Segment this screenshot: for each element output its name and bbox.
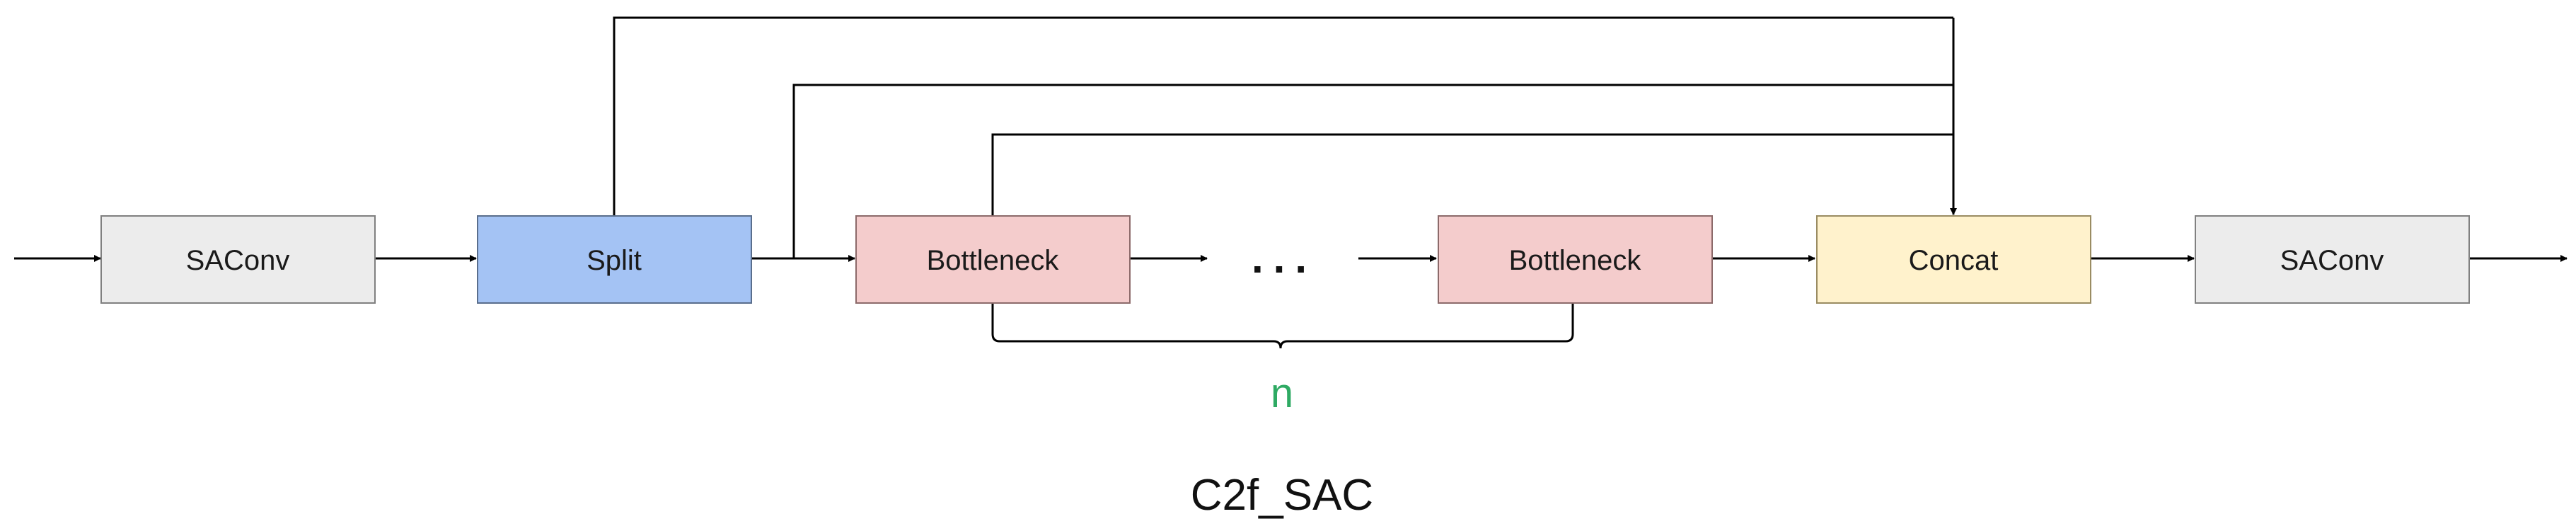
saconv-input-box <box>100 215 376 304</box>
repeat-count-label: n <box>1271 370 1293 416</box>
split-label: Split <box>587 245 642 276</box>
saconv-output-box <box>2195 215 2470 304</box>
skip-connection-split-top <box>613 16 1953 216</box>
repeat-brace <box>991 303 1574 349</box>
saconv-output-label: SAConv <box>2280 245 2384 276</box>
ellipsis: ... <box>1252 234 1317 282</box>
saconv-input-label: SAConv <box>186 245 290 276</box>
split-box <box>477 215 752 304</box>
diagram-caption: C2f_SAC <box>1191 471 1373 520</box>
split-node: Split <box>477 215 752 304</box>
skip-connection-bottleneck <box>991 133 1953 216</box>
bottleneck-first-node: Bottleneck <box>855 215 1131 304</box>
concat-label: Concat <box>1909 245 1999 276</box>
saconv-output-node: SAConv <box>2195 215 2470 304</box>
bottleneck-first-label: Bottleneck <box>927 245 1060 276</box>
bottleneck-first-box <box>855 215 1131 304</box>
bottleneck-last-box <box>1438 215 1713 304</box>
bottleneck-last-label: Bottleneck <box>1509 245 1642 276</box>
concat-box <box>1816 215 2091 304</box>
saconv-input-node: SAConv <box>100 215 376 304</box>
concat-node: Concat <box>1816 215 2091 304</box>
bottleneck-last-node: Bottleneck <box>1438 215 1713 304</box>
skip-connection-split-branch <box>792 84 1953 258</box>
